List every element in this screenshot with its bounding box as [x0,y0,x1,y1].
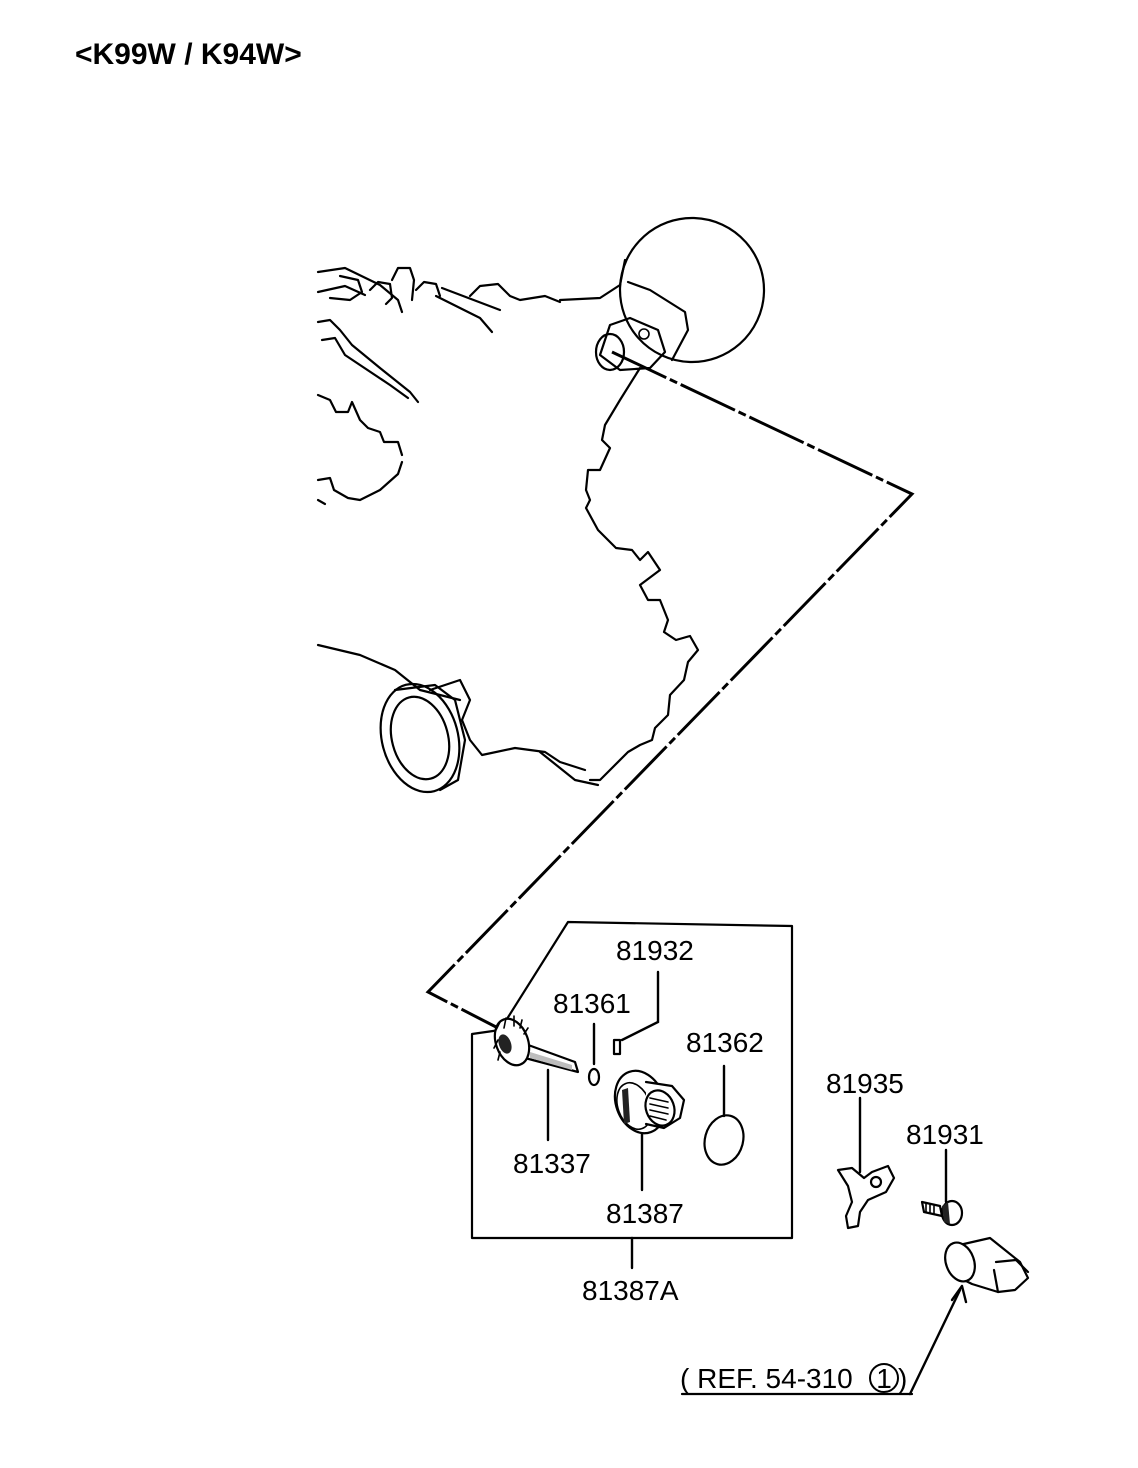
transmission-case [316,216,766,794]
label-81337: 81337 [513,1148,591,1179]
reference-suffix: ) [898,1363,907,1394]
location-leader-line [425,350,915,1030]
label-81361: 81361 [553,988,631,1019]
diagram-title: <K99W / K94W> [75,38,302,71]
label-81387: 81387 [606,1198,684,1229]
part-81932-pin [612,1038,622,1056]
label-81932: 81932 [616,935,694,966]
label-81362: 81362 [686,1027,764,1058]
part-81931-bolt [920,1199,964,1227]
part-81935-plate [836,1164,896,1230]
reference-circled-number: 1 [876,1363,892,1394]
part-81387-sleeve [613,1069,686,1135]
label-81387A: 81387A [582,1275,679,1306]
label-81935: 81935 [826,1068,904,1099]
part-81362-o-ring [703,1114,745,1166]
vehicle-speed-sensor [944,1236,1030,1294]
part-81337-driven-gear [493,1015,580,1074]
reference-prefix: ( REF. 54-310 [680,1363,853,1394]
part-81361-o-ring [587,1067,601,1087]
reference-note: ( REF. 54-310 1 ) [680,1363,907,1394]
label-81931: 81931 [906,1119,984,1150]
